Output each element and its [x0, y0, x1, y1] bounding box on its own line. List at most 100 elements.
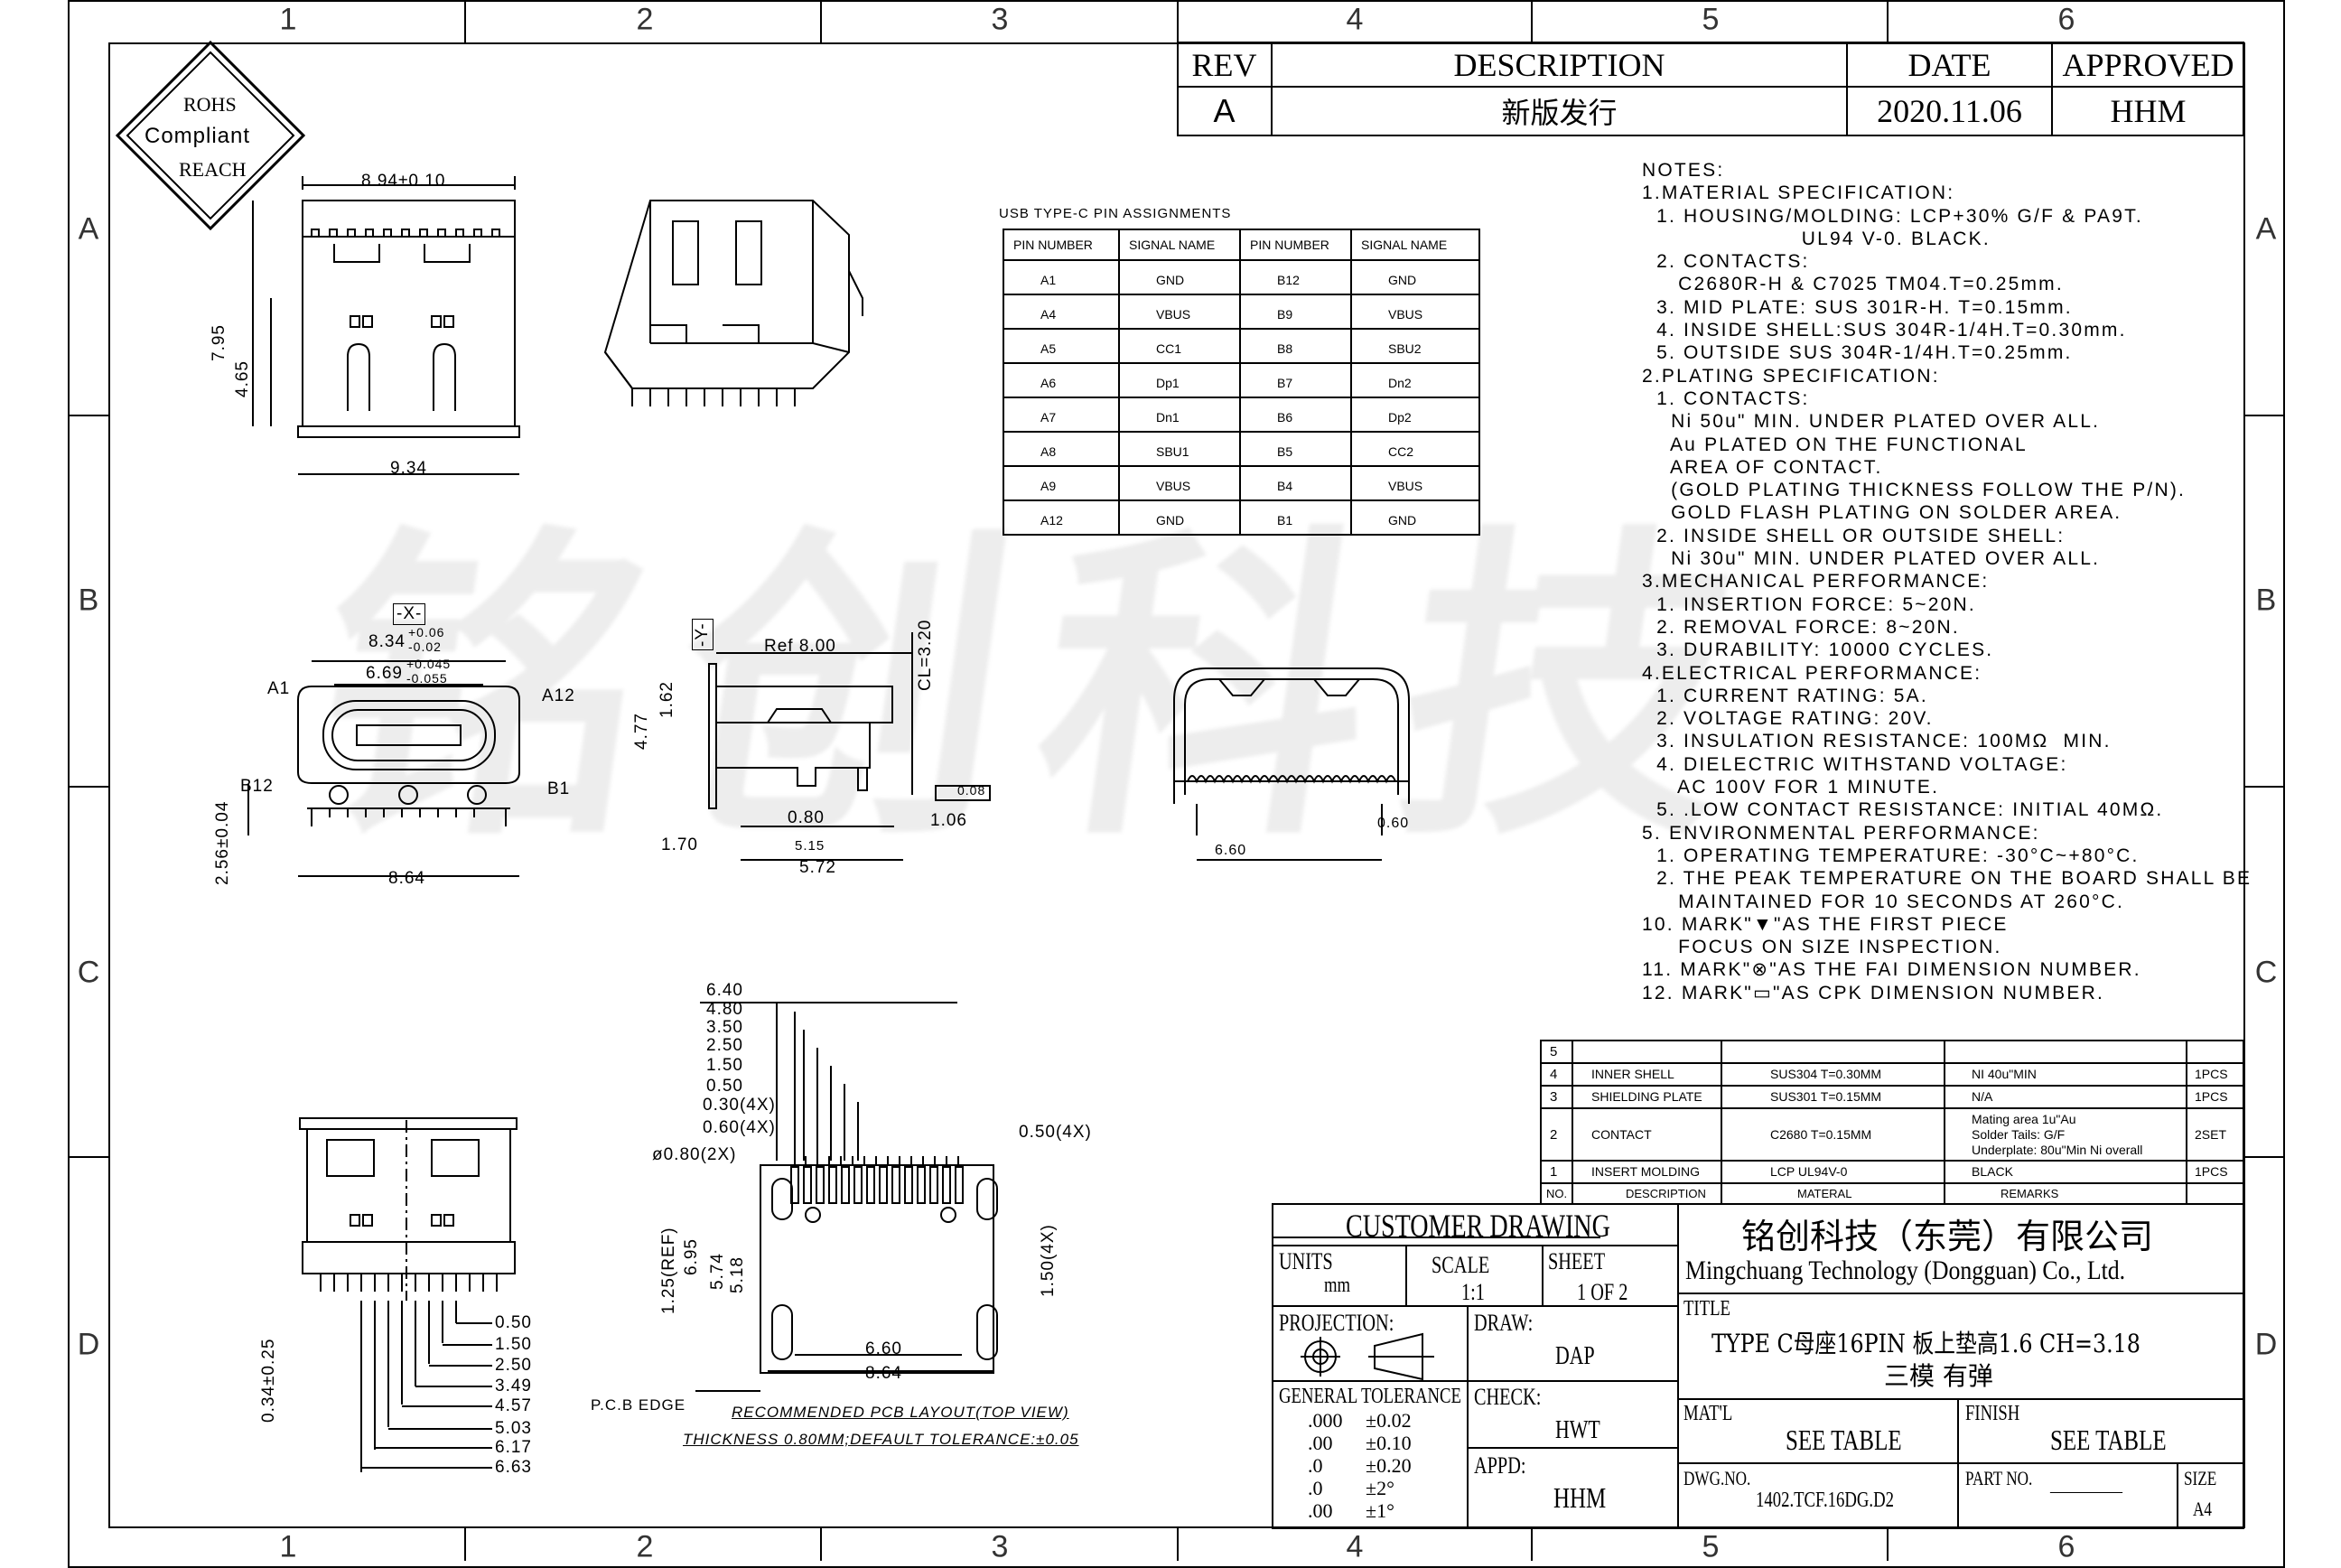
- zone-row-b-right: B: [2255, 583, 2277, 618]
- tolerance-value: ±0.10: [1366, 1432, 1412, 1454]
- note-line: 5. OUTSIDE SUS 304R-1/4H.T=0.25mm.: [1642, 342, 2073, 364]
- parts-cell: 3: [1550, 1089, 1558, 1105]
- note-line: 4. DIELECTRIC WITHSTAND VOLTAGE:: [1642, 753, 2068, 775]
- note-line: 5. ENVIRONMENTAL PERFORMANCE:: [1642, 822, 2040, 844]
- pin-number-cell: A6: [1003, 362, 1120, 398]
- pin-number-cell: A12: [1003, 499, 1120, 536]
- pin-number-cell: A1: [1003, 259, 1120, 295]
- note-line: 2. INSIDE SHELL OR OUTSIDE SHELL:: [1642, 525, 2066, 546]
- dwg-no-label: DWG.NO.: [1683, 1467, 1751, 1489]
- parts-cell: 5: [1550, 1044, 1558, 1059]
- note-line: 1. CURRENT RATING: 5A.: [1642, 685, 1928, 706]
- dim-label: 5.18: [728, 1256, 747, 1293]
- zone-row-a: A: [78, 211, 99, 247]
- note-line: FOCUS ON SIZE INSPECTION.: [1642, 937, 2002, 958]
- rev-table-lines: [1177, 42, 2244, 136]
- side-view-outline: [708, 632, 991, 861]
- note-line: 4.ELECTRICAL PERFORMANCE:: [1642, 662, 1982, 684]
- rohs-diamond: [115, 40, 306, 231]
- pin-label-a1: A1: [267, 679, 291, 698]
- zone-col-6: 6: [2057, 2, 2075, 37]
- compliant-label: Compliant: [145, 124, 251, 148]
- header-cell: PIN NUMBER: [1003, 229, 1120, 261]
- units-value: mm: [1324, 1274, 1351, 1297]
- company-name-cn: 铭创科技（东莞）有限公司: [1741, 1217, 2154, 1256]
- tolerance-value: ±2°: [1366, 1477, 1394, 1499]
- dim-label: 1.50: [495, 1335, 532, 1354]
- zone-col-2: 2: [636, 2, 654, 37]
- dim-label: ø0.80(2X): [652, 1145, 737, 1164]
- parts-cell: INSERT MOLDING: [1591, 1164, 1701, 1179]
- dim-label: 2.50: [495, 1356, 532, 1375]
- note-line: 1. OPERATING TEMPERATURE: -30°C~+80°C.: [1642, 845, 2140, 866]
- signal-name-cell: SBU1: [1118, 431, 1241, 467]
- note-line: 10. MARK"▼"AS THE FIRST PIECE: [1642, 913, 2009, 935]
- tolerance-value: ±0.20: [1366, 1454, 1412, 1477]
- dim-label: 5.72: [799, 858, 836, 877]
- pin-number-cell: B8: [1239, 328, 1352, 364]
- flatness-value: 0.08: [957, 783, 986, 798]
- parts-cell: 1: [1550, 1164, 1558, 1180]
- signal-name-cell: CC1: [1118, 328, 1241, 364]
- pin-number-cell: B12: [1239, 259, 1352, 295]
- note-line: MAINTAINED FOR 10 SECONDS AT 260°C.: [1642, 891, 2125, 912]
- parts-cell: BLACK: [1972, 1164, 2013, 1179]
- title-block-lines: [1272, 1203, 2244, 1529]
- rear-view-outline: [1173, 667, 1410, 861]
- parts-header-cell: DESCRIPTION: [1626, 1187, 1706, 1200]
- parts-cell: 2: [1550, 1126, 1558, 1143]
- pin-number-cell: A4: [1003, 294, 1120, 330]
- dim-label: 1.50(4X): [1039, 1224, 1058, 1297]
- pin-label-b12: B12: [240, 777, 274, 796]
- zone-col-5: 5: [1702, 2, 1720, 37]
- signal-name-cell: Dp2: [1350, 397, 1480, 433]
- zone-row-c-right: C: [2254, 955, 2278, 990]
- note-line: 1. INSERTION FORCE: 5~20N.: [1642, 593, 1976, 615]
- dim-label: 4.57: [495, 1396, 532, 1415]
- zone-col-3: 3: [991, 2, 1009, 37]
- tolerance-precision: .0: [1308, 1454, 1323, 1477]
- note-line: 2.PLATING SPECIFICATION:: [1642, 365, 1940, 387]
- parts-cell: 1PCS: [2195, 1067, 2228, 1081]
- pin-number-cell: B4: [1239, 465, 1352, 501]
- signal-name-cell: CC2: [1350, 431, 1480, 467]
- table-header-row: PIN NUMBER SIGNAL NAME PIN NUMBER SIGNAL…: [1003, 229, 1480, 261]
- dim-label: 0.50: [495, 1313, 532, 1332]
- notes: NOTES:1.MATERIAL SPECIFICATION: 1. HOUSI…: [1642, 159, 2252, 1004]
- note-line: AC 100V FOR 1 MINUTE.: [1642, 777, 1940, 798]
- parts-header-cell: NO.: [1546, 1187, 1568, 1200]
- first-angle-projection-icon: [1301, 1337, 1340, 1377]
- note-line: (GOLD PLATING THICKNESS FOLLOW THE P/N).: [1642, 480, 2187, 501]
- note-line: 12. MARK"▭"AS CPK DIMENSION NUMBER.: [1642, 982, 2104, 1003]
- pcb-layout-caption: RECOMMENDED PCB LAYOUT(TOP VIEW): [732, 1404, 1069, 1421]
- pcb-layout-outline: [695, 1002, 998, 1392]
- header-cell: SIGNAL NAME: [1350, 229, 1480, 261]
- parts-cell: SUS301 T=0.15MM: [1770, 1089, 1882, 1104]
- dim-tolerance: +0.06: [408, 625, 445, 639]
- note-line: Ni 30u" MIN. UNDER PLATED OVER ALL.: [1642, 548, 2101, 570]
- parts-cell: 1PCS: [2195, 1089, 2228, 1104]
- bottom-view-outline: [299, 1117, 518, 1472]
- dim-label: 1.62: [658, 681, 676, 718]
- dim-label: 0.50(4X): [1019, 1123, 1092, 1142]
- datum-y: -Y-: [692, 619, 713, 650]
- zone-row-c: C: [77, 955, 100, 990]
- parts-cell: SUS304 T=0.30MM: [1770, 1067, 1882, 1081]
- dim-label: 6.60: [865, 1339, 902, 1358]
- front-view-outline: [247, 660, 520, 877]
- approved-header: APPROVED: [2051, 42, 2243, 87]
- pin-label-b1: B1: [547, 779, 571, 798]
- parts-header-cell: MATERAL: [1797, 1187, 1852, 1200]
- parts-cell: 2SET: [2195, 1126, 2227, 1142]
- zone-col-1: 1: [279, 2, 297, 37]
- dim-label: 6.63: [495, 1458, 532, 1477]
- note-line: AREA OF CONTACT.: [1642, 456, 1883, 478]
- part-no-value: ————: [2050, 1481, 2122, 1501]
- drawing-title-line1: TYPE C母座16PIN 板上垫高1.6 CH=3.18: [1711, 1329, 2140, 1358]
- signal-name-cell: GND: [1350, 259, 1480, 295]
